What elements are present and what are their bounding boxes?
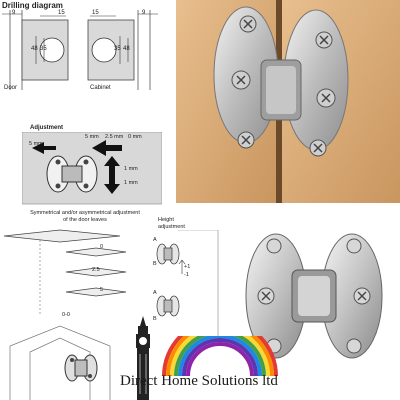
rainbow-band [162, 336, 278, 376]
rainbow-band [182, 338, 258, 376]
drill-dim-9-door: 9 [12, 10, 16, 16]
adjustment-0mm: 0 mm [128, 134, 142, 140]
drill-dim-15-door: 15 [58, 10, 65, 16]
height-plus-1: +1 [184, 264, 191, 270]
height-caption: Height adjustment [158, 217, 185, 230]
height-label-a-top: A [153, 237, 157, 243]
drill-dim-15-cabinet: 15 [92, 10, 99, 16]
rainbow-band [186, 342, 254, 376]
height-label-b-bottom: B [153, 316, 157, 322]
symmetric-val-2-5: 2.5 [92, 267, 100, 273]
adjustment-1mm-down: 1 mm [124, 180, 138, 186]
drill-dim-9-cabinet: 9 [142, 10, 146, 16]
rainbow-band [170, 336, 270, 376]
drill-dim-48-door: 48 [31, 46, 38, 52]
hinge-product-photo [245, 233, 383, 359]
rainbow-band [166, 336, 274, 376]
adjustment-5mm-left: 5 mm [29, 141, 43, 147]
drilling-diagram-title: Drilling diagram [2, 1, 63, 10]
adjustment-1mm-up: 1 mm [124, 166, 138, 172]
drilling-diagram [2, 10, 158, 90]
height-minus-1: -1 [184, 272, 189, 278]
brand-name: Direct Home Solutions ltd [120, 373, 278, 389]
symmetric-caption: Symmetrical and/or asymmetrical adjustme… [30, 210, 140, 223]
big-ben-icon [136, 316, 150, 400]
adjustment-2-5mm: 2.5 mm [105, 134, 124, 140]
drill-dim-35-door: 35 [40, 46, 47, 52]
rainbow-logo [162, 336, 278, 376]
symmetric-diagram [3, 229, 127, 400]
symmetric-val-5: 5 [100, 287, 104, 293]
rainbow-band [178, 336, 262, 376]
hinge-on-wood-photo [166, 0, 400, 203]
rainbow-band [174, 336, 266, 376]
adjustment-diagram [22, 132, 162, 205]
door-label: Door [4, 85, 18, 91]
drill-dim-35-cabinet: 35 [114, 46, 121, 52]
cabinet-label: Cabinet [90, 85, 111, 91]
drill-dim-48-cabinet: 48 [123, 46, 130, 52]
height-adjustment-diagram [156, 230, 219, 340]
height-label-a-bottom: A [153, 290, 157, 296]
height-label-b-top: B [153, 261, 157, 267]
adjustment-title: Adjustment [30, 125, 63, 131]
adjustment-5mm-top: 5 mm [85, 134, 99, 140]
symmetric-val-0: 0 [100, 244, 104, 250]
symmetric-val-0-0: 0-0 [62, 312, 70, 318]
